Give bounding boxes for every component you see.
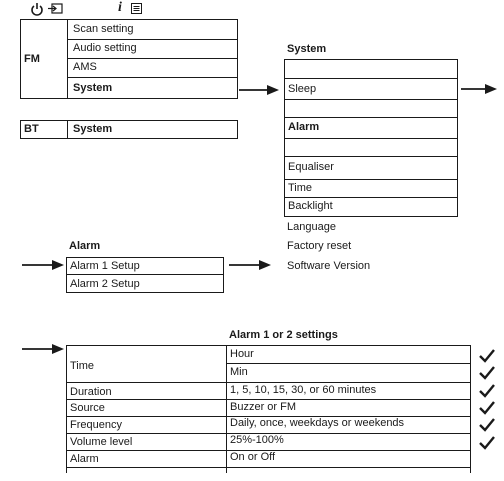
alarm-settings-table: Time Hour Min Duration 1, 5, 10, 15, 30,… (66, 345, 471, 473)
info-icon: i (118, 0, 122, 15)
settings-value-min[interactable]: Min (230, 366, 248, 378)
arrow-right-icon (461, 84, 497, 94)
checkmark-icon (479, 418, 495, 432)
menu-item-software-version[interactable]: Software Version (287, 260, 371, 272)
menu-item-alarm-2-setup[interactable]: Alarm 2 Setup (70, 278, 140, 290)
arrow-right-icon (22, 260, 64, 270)
menu-item-language[interactable]: Language (287, 221, 336, 233)
fm-divider (67, 20, 68, 98)
menu-item-bt-system[interactable]: System (73, 123, 113, 135)
settings-label-source: Source (70, 402, 105, 414)
menu-item-equaliser[interactable]: Equaliser (288, 161, 334, 173)
bt-menu: BT System (20, 120, 238, 139)
arrow-right-icon (22, 344, 64, 354)
alarm-settings-title: Alarm 1 or 2 settings (229, 329, 338, 341)
checkmark-icon (479, 349, 495, 363)
settings-value-frequency[interactable]: Daily, once, weekdays or weekends (230, 417, 405, 429)
system-menu-title: System (287, 43, 327, 55)
settings-value-volume-level[interactable]: 25%-100% (230, 434, 284, 446)
settings-value-alarm[interactable]: On or Off (230, 451, 276, 463)
fm-menu: FM Scan setting Audio setting AMS System (20, 19, 238, 99)
menu-item-time[interactable]: Time (288, 182, 313, 194)
menu-item-fm-system[interactable]: System (73, 82, 113, 94)
settings-label-alarm: Alarm (70, 453, 99, 465)
menu-item-factory-reset[interactable]: Factory reset (287, 240, 352, 252)
menu-item-sleep[interactable]: Sleep (288, 83, 317, 95)
system-menu: Sleep Alarm Equaliser Time Backlight (284, 59, 458, 217)
fm-group-label: FM (24, 53, 40, 65)
bt-group-label: BT (24, 123, 39, 135)
settings-label-volume-level: Volume level (70, 436, 133, 448)
menu-item-audio-setting[interactable]: Audio setting (73, 42, 137, 54)
menu-item-scan-setting[interactable]: Scan setting (73, 23, 134, 35)
checkmark-icon (479, 366, 495, 380)
menu-item-alarm[interactable]: Alarm (288, 121, 320, 133)
menu-item-alarm-1-setup[interactable]: Alarm 1 Setup (70, 260, 140, 272)
settings-value-hour[interactable]: Hour (230, 348, 254, 360)
checkmark-icon (479, 384, 495, 398)
alarm-menu-title: Alarm (69, 240, 101, 252)
settings-value-source[interactable]: Buzzer or FM (230, 401, 297, 413)
settings-label-duration: Duration (70, 386, 112, 398)
settings-label-time: Time (70, 360, 95, 372)
checkmark-icon (479, 401, 495, 415)
power-icon (30, 2, 44, 16)
input-icon (47, 3, 63, 15)
menu-item-ams[interactable]: AMS (73, 61, 97, 73)
menu-item-backlight[interactable]: Backlight (288, 200, 333, 212)
settings-label-frequency: Frequency (70, 419, 122, 431)
alarm-menu: Alarm 1 Setup Alarm 2 Setup (66, 257, 224, 293)
arrow-right-icon (239, 85, 279, 95)
settings-value-duration[interactable]: 1, 5, 10, 15, 30, or 60 minutes (230, 384, 377, 396)
checkmark-icon (479, 436, 495, 450)
menu-icon (131, 3, 142, 14)
arrow-right-icon (229, 260, 271, 270)
